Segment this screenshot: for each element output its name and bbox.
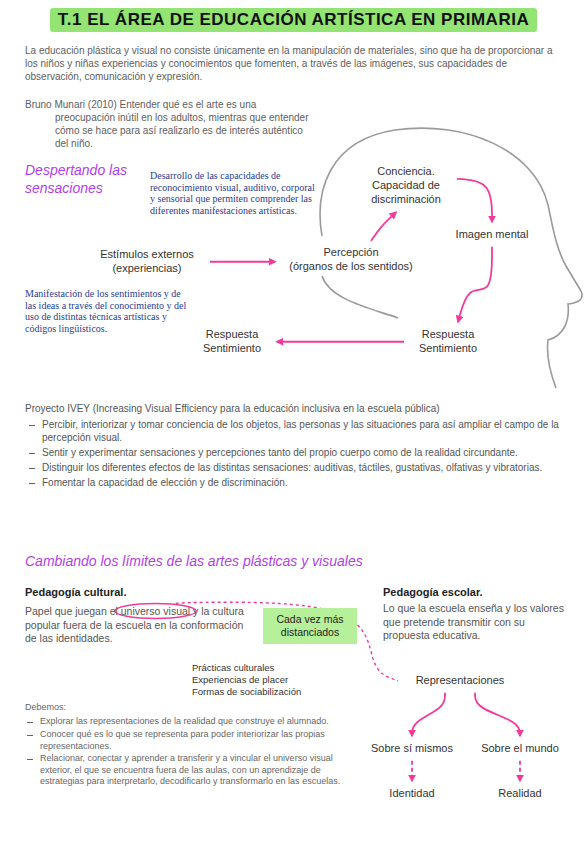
tree-node: Representaciones xyxy=(402,672,518,690)
tree-node: Sobre sí mismos xyxy=(362,740,462,758)
node-text: Respuesta xyxy=(411,328,485,342)
node-text: Conciencia. xyxy=(360,165,452,179)
flow-term: RespuestaSentimiento xyxy=(192,326,272,358)
list-item: Formas de sociabilización xyxy=(192,686,362,698)
node-text: Cada vez más distanciados xyxy=(269,613,351,639)
head-outline xyxy=(320,128,582,388)
head-outline xyxy=(322,276,398,318)
flow-term: Percepción(órganos de los sentidos) xyxy=(280,244,422,276)
subheading: Pedagogía cultural. xyxy=(25,585,225,599)
flow-arrow xyxy=(458,247,492,322)
bullet-item: Distinguir los diferentes efectos de las… xyxy=(42,461,572,474)
node-text: Sentimiento xyxy=(411,342,485,356)
flow-term: Imagen mental xyxy=(446,226,538,244)
node-text: Imagen mental xyxy=(449,228,535,242)
page-title: T.1 EL ÁREA DE EDUCACIÓN ARTÍSTICA EN PR… xyxy=(50,8,537,32)
flow-term: Estímulos externos(experiencias) xyxy=(88,246,206,278)
section-heading: Cambiando los límites de las artes plást… xyxy=(25,552,570,570)
flow-arrow xyxy=(457,179,492,222)
flow-arrow xyxy=(210,261,275,263)
tree-node: Sobre el mundo xyxy=(470,740,570,758)
blue-note: Manifestación de los sentimientos y de l… xyxy=(25,288,190,334)
flow-term: RespuestaSentimiento xyxy=(408,326,488,358)
bullet-item: Fomentar la capacidad de elección y de d… xyxy=(42,476,572,489)
section-heading: Despertando las sensaciones xyxy=(25,162,137,197)
flow-arrow xyxy=(277,341,404,343)
bullet-item: Relacionar, conectar y aprender a transf… xyxy=(40,753,358,788)
node-text: (órganos de los sentidos) xyxy=(283,260,419,274)
tree-node: Realidad xyxy=(482,785,558,803)
quote: Bruno Munari (2010) Entender qué es el a… xyxy=(25,98,319,150)
intro-paragraph: La educación plástica y visual no consis… xyxy=(25,44,565,83)
list-item: Prácticas culturales xyxy=(192,662,362,674)
subheading: Pedagogía escolar. xyxy=(383,585,573,599)
project-heading: Proyecto IVEY (Increasing Visual Efficie… xyxy=(25,402,573,415)
node-text: Identidad xyxy=(377,787,447,801)
flow-arrow xyxy=(411,761,413,781)
node-text: Realidad xyxy=(485,787,555,801)
list-heading: Debemos: xyxy=(25,702,125,714)
bullet-item: Explorar las representaciones de la real… xyxy=(40,716,358,728)
paragraph: Papel que juegan el universo visual y la… xyxy=(25,605,257,646)
node-text: (experiencias) xyxy=(91,262,203,276)
tree-node: Identidad xyxy=(374,785,450,803)
flow-arrow xyxy=(371,212,396,241)
node-text: Respuesta xyxy=(195,328,269,342)
blue-note: Desarrollo de las capacidades de reconoc… xyxy=(150,170,318,216)
flow-arrow xyxy=(519,761,521,781)
node-text: Capacidad de discriminación xyxy=(360,179,452,207)
highlight-box: Cada vez más distanciados xyxy=(263,608,357,644)
paragraph: Lo que la escuela enseña y los valores q… xyxy=(383,602,573,643)
flow-arrow xyxy=(412,693,445,736)
bullet-item: Conocer qué es lo que se representa para… xyxy=(40,729,358,752)
node-text: Representaciones xyxy=(405,674,515,688)
node-text: Percepción xyxy=(283,246,419,260)
flow-term: Conciencia.Capacidad de discriminación xyxy=(357,163,455,208)
bullet-item: Sentir y experimentar sensaciones y perc… xyxy=(42,446,572,459)
node-text: Estímulos externos xyxy=(91,248,203,262)
list-item: Experiencias de placer xyxy=(192,674,362,686)
node-text: Sentimiento xyxy=(195,342,269,356)
bullet-item: Percibir, interiorizar y tomar concienci… xyxy=(42,418,572,444)
node-text: Sobre el mundo xyxy=(473,742,567,756)
node-text: Sobre sí mismos xyxy=(365,742,459,756)
flow-arrow xyxy=(475,693,520,736)
